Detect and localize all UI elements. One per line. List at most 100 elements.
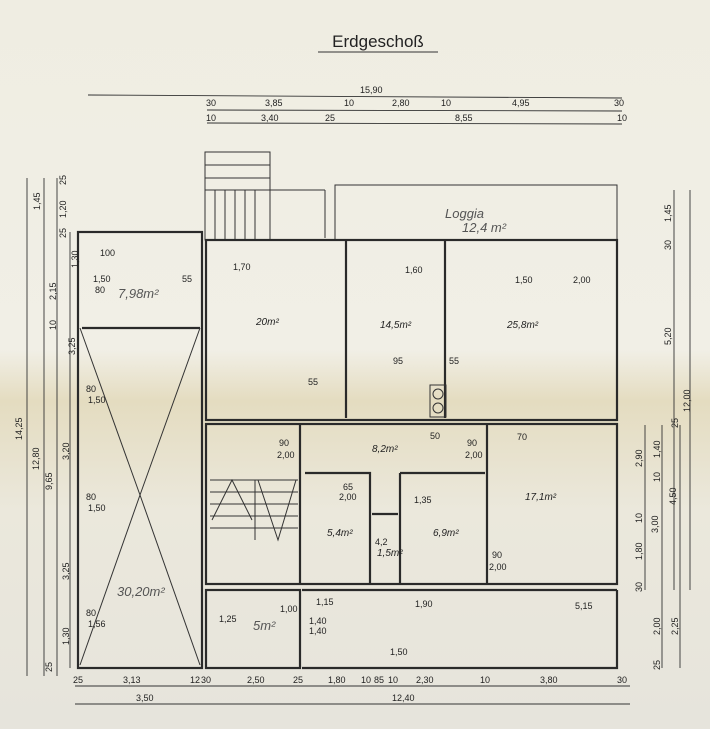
room-wc-area: 7,98m²	[118, 286, 159, 301]
dimension-label: 1,50	[93, 274, 111, 284]
dimension-label: 1,45	[663, 204, 673, 222]
dimension-label: 80	[86, 492, 96, 502]
dimension-label: 2,80	[392, 98, 410, 108]
dimension-label: 80	[86, 608, 96, 618]
dimension-label: 1,70	[233, 262, 251, 272]
room-labels: 7,98m² 30,20m² 20m² 14,5m² 25,8m² 8,2m² …	[117, 286, 557, 633]
dimension-label: 2,00	[489, 562, 507, 572]
walls	[76, 230, 619, 670]
top-dimensions: 15,90 30 3,85 10 2,80 10 4,95 30 10 3,40…	[87, 85, 627, 125]
dimension-label: 5,15	[575, 601, 593, 611]
dimension-label: 2,50	[247, 675, 265, 685]
dimension-label: 25	[44, 662, 54, 672]
room-4-area: 17,1m²	[525, 492, 557, 503]
dimension-label: 55	[449, 356, 459, 366]
dimension-label: 2,25	[670, 617, 680, 635]
dimension-label: 10	[48, 320, 58, 330]
dimension-label: 30	[201, 675, 211, 685]
dimension-label: 4,2	[375, 537, 388, 547]
dimension-label: 12	[190, 675, 200, 685]
dimension-label: 1,80	[634, 542, 644, 560]
dimension-label: 10	[634, 513, 644, 523]
dimension-label: 1,40	[309, 626, 327, 636]
room-2-area: 14,5m²	[380, 320, 412, 331]
dimension-label: 30	[634, 582, 644, 592]
dimension-label: 14,25	[14, 417, 24, 440]
dimension-label: 9,65	[44, 472, 54, 490]
dimension-label: 25	[293, 675, 303, 685]
dimension-label: 70	[517, 432, 527, 442]
dimension-label: 10	[617, 113, 627, 123]
dimension-label: 55	[308, 377, 318, 387]
dimension-label: 50	[430, 431, 440, 441]
dimension-label: 95	[393, 356, 403, 366]
dimension-label: 3,20	[61, 442, 71, 460]
dimension-label: 1,30	[70, 250, 80, 268]
dimension-label: 25	[652, 660, 662, 670]
right-dimensions: 1,45 30 5,20 12,00 25 1,40 10 4,50 3,00 …	[634, 190, 692, 670]
bottom-dimensions: 25 3,13 12 30 2,50 25 1,80 10 85 10 2,30…	[73, 675, 630, 705]
dimension-label: 3,00	[650, 515, 660, 533]
dimension-label: 100	[100, 248, 115, 258]
closet-area: 1,5m²	[377, 548, 403, 559]
dimension-label: 10	[344, 98, 354, 108]
dimension-label: 2,00	[652, 617, 662, 635]
dimension-label: 1,56	[88, 619, 106, 629]
dimension-label: 1,30	[61, 627, 71, 645]
dimension-label: 25	[58, 228, 68, 238]
dimension-label: 12,4 m²	[462, 220, 507, 235]
left-dimensions: 14,25 12,80 9,65 25 1,20 25 1,45 1,30 2,…	[14, 175, 80, 676]
dimension-label: 8,55	[455, 113, 473, 123]
dimension-label: 3,80	[540, 675, 558, 685]
room-hall-area: 30,20m²	[117, 584, 165, 599]
dimension-label: 3,40	[261, 113, 279, 123]
dimension-label: 10	[480, 675, 490, 685]
dimension-label: 1,50	[515, 275, 533, 285]
dimension-label: 1,40	[652, 440, 662, 458]
dimension-label: 80	[86, 384, 96, 394]
small-room-area: 5m²	[253, 618, 276, 633]
loggia: Loggia 12,4 m²	[334, 184, 618, 240]
dimension-label: 1,45	[32, 192, 42, 210]
corridor-area: 8,2m²	[372, 444, 398, 455]
dimension-label: 2,15	[48, 282, 58, 300]
dim-total-width: 15,90	[360, 85, 383, 95]
kitchen-area: 6,9m²	[433, 528, 459, 539]
dimension-label: 1,25	[219, 614, 237, 624]
dimension-label: 3,13	[123, 675, 141, 685]
dimension-label: 3,25	[61, 562, 71, 580]
dimension-label: 3,85	[265, 98, 283, 108]
dimension-label: 10	[441, 98, 451, 108]
dimension-label: 12,40	[392, 693, 415, 703]
dimension-label: 55	[182, 274, 192, 284]
dimension-label: 1,35	[414, 495, 432, 505]
dimension-label: 3,25	[67, 337, 77, 355]
dimension-label: 2,00	[465, 450, 483, 460]
dimension-label: 1,40	[309, 616, 327, 626]
entrance-stairs	[204, 151, 326, 241]
dimension-label: 2,00	[573, 275, 591, 285]
dimension-label: 10	[652, 472, 662, 482]
dimension-label: 2,90	[634, 449, 644, 467]
dimension-label: 30	[617, 675, 627, 685]
dimension-label: 2,30	[416, 675, 434, 685]
dimension-label: 25	[73, 675, 83, 685]
dimension-label: 85	[374, 675, 384, 685]
dimension-label: 10	[361, 675, 371, 685]
dimension-label: 65	[343, 482, 353, 492]
dimension-label: 1,50	[88, 395, 106, 405]
dimension-label: 80	[95, 285, 105, 295]
dimension-label: 90	[279, 438, 289, 448]
dimension-label: 25	[325, 113, 335, 123]
inner-dimensions: 100 1,50 80 55 1,70 1,60 1,50 2,00 95 55…	[86, 248, 593, 657]
dimension-label: 12,00	[682, 389, 692, 412]
dimension-label: Loggia	[445, 206, 484, 221]
dimension-label: 90	[492, 550, 502, 560]
dimension-label: 1,90	[415, 599, 433, 609]
plan-title: Erdgeschoß	[332, 32, 424, 51]
dimension-label: 25	[58, 175, 68, 185]
dimension-label: 30	[206, 98, 216, 108]
dimension-label: 1,00	[280, 604, 298, 614]
